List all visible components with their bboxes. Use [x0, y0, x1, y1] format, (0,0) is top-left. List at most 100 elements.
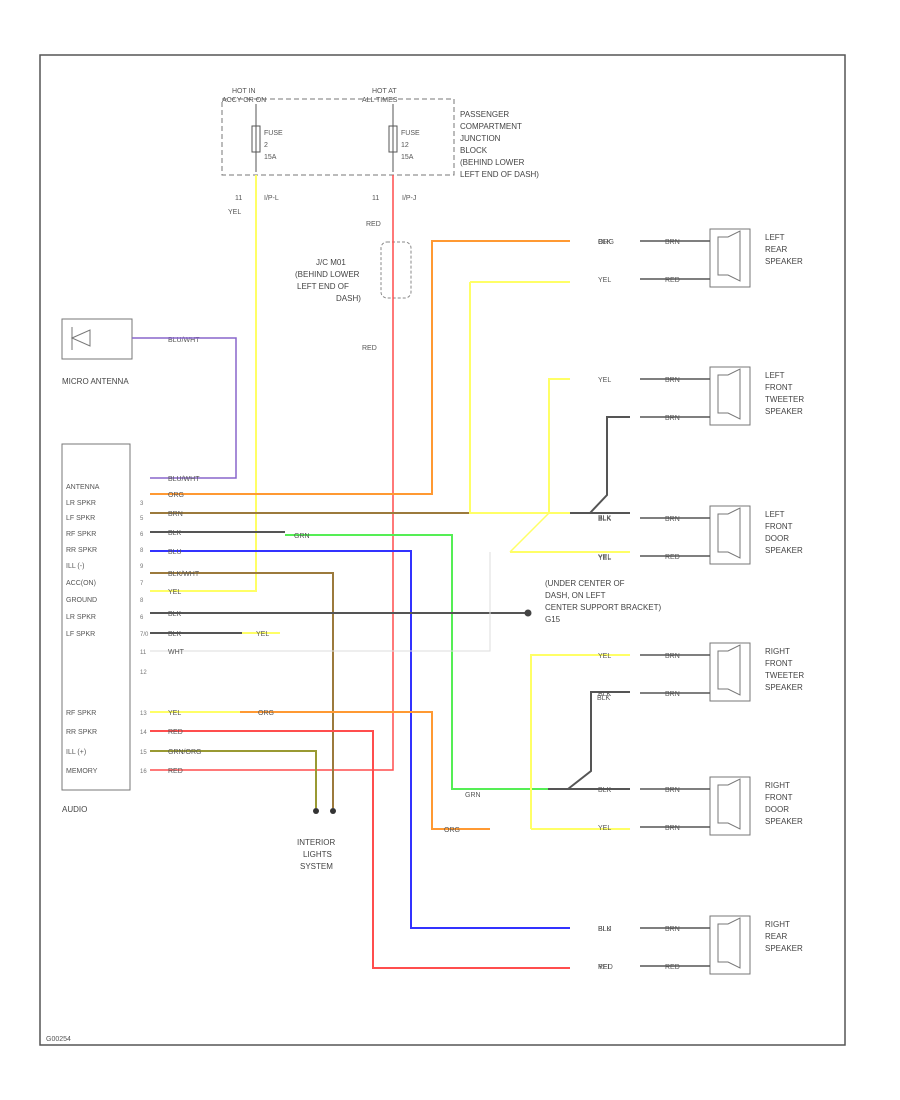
speaker-wire-label: YEL — [598, 277, 611, 284]
audio-pin-name: GROUND — [66, 597, 97, 604]
audio-pin-name: LF SPKR — [66, 631, 95, 638]
svg-text:CENTER SUPPORT BRACKET): CENTER SUPPORT BRACKET) — [545, 603, 662, 612]
svg-text:JUNCTION: JUNCTION — [460, 134, 501, 143]
speaker-label: LEFT — [765, 510, 785, 519]
fuse-left-symbol — [251, 125, 261, 153]
speaker-wire-label: BRN — [665, 239, 680, 246]
speaker-cone-icon — [717, 917, 741, 969]
audio-pin-name: ILL (+) — [66, 749, 86, 756]
fuse-left-num: 2 — [264, 142, 268, 149]
grn-lower-label: GRN — [465, 792, 481, 799]
speaker-cone-icon — [717, 507, 741, 559]
audio-pin-number: 6 — [140, 615, 144, 621]
speaker-icon — [709, 505, 751, 565]
speaker-label: FRONT — [765, 659, 793, 668]
red-pin-num: 11 — [372, 195, 379, 202]
blk-rft-label: BLK — [597, 695, 611, 702]
speaker-wire-label: YEL — [598, 964, 611, 971]
audio-wire-color: RED — [168, 768, 183, 775]
speaker-icon — [709, 915, 751, 975]
audio-pin-number: 16 — [140, 769, 147, 775]
audio-pin-number: 8 — [140, 598, 144, 604]
yel-gnd-wire-label: YEL — [256, 631, 269, 638]
wire-layer — [132, 175, 630, 969]
audio-wire-color: BLK/WHT — [168, 571, 200, 578]
audio-pin-name: LF SPKR — [66, 515, 95, 522]
audio-wire-color: ORG — [168, 492, 184, 499]
yel-pin-num: 11 — [235, 195, 242, 202]
diagram-frame — [39, 54, 846, 1046]
speaker-wire-label: BRN — [665, 926, 680, 933]
audio-pin-number: 14 — [140, 730, 147, 736]
speaker-cone-icon — [717, 368, 741, 420]
org-rf-wire-label: ORG — [258, 710, 274, 717]
svg-text:LEFT END OF DASH): LEFT END OF DASH) — [460, 170, 539, 179]
audio-wire-color: YEL — [168, 710, 181, 717]
speaker-label: TWEETER — [765, 395, 804, 404]
speaker-label: SPEAKER — [765, 546, 803, 555]
speaker-label: DOOR — [765, 805, 789, 814]
speaker-wire-label: BRN — [665, 691, 680, 698]
speaker-wire-label: YEL — [598, 825, 611, 832]
audio-pin-number: 9 — [140, 564, 144, 570]
speaker-wire-label: YEL — [598, 377, 611, 384]
hot-in-sub: ACCY OR ON — [222, 97, 266, 104]
audio-wire-color: GRN/ORG — [168, 749, 201, 756]
rr-red-wire — [150, 730, 570, 969]
lft-yel-wire — [548, 378, 570, 513]
antenna-icon — [70, 327, 91, 350]
speaker-label: REAR — [765, 245, 787, 254]
jc-box — [380, 241, 412, 299]
audio-pin-name: RR SPKR — [66, 547, 97, 554]
speaker-label: SPEAKER — [765, 257, 803, 266]
audio-wire-color: BLK — [168, 611, 182, 618]
ground-point-icon — [524, 609, 532, 617]
ground-label: (UNDER CENTER OF DASH, ON LEFT CENTER SU… — [545, 579, 662, 624]
svg-text:LIGHTS: LIGHTS — [303, 850, 332, 859]
speaker-wire-label: BRN — [665, 825, 680, 832]
speaker-label: REAR — [765, 932, 787, 941]
speaker-wire-label: BLK — [598, 787, 612, 794]
svg-text:(BEHIND LOWER: (BEHIND LOWER — [295, 270, 360, 279]
yel-connector: I/P-L — [264, 195, 279, 202]
svg-text:SYSTEM: SYSTEM — [300, 862, 333, 871]
audio-pin-name: RF SPKR — [66, 531, 96, 538]
yel-lf-label: YEL — [598, 555, 611, 562]
speaker-label: TWEETER — [765, 671, 804, 680]
yel-wire-label: YEL — [228, 209, 241, 216]
audio-pin-number: 13 — [140, 711, 147, 717]
org-lower-label: ORG — [444, 827, 460, 834]
svg-text:J/C M01: J/C M01 — [316, 258, 346, 267]
audio-wire-color: BLK — [168, 530, 182, 537]
speaker-wire-label: RED — [665, 554, 680, 561]
speaker-wire-label: RED — [598, 964, 613, 971]
svg-text:LEFT END OF: LEFT END OF — [297, 282, 349, 291]
audio-wire-color: WHT — [168, 649, 185, 656]
lft-yel-branch — [509, 512, 550, 553]
junction-block-description: PASSENGER COMPARTMENT JUNCTION BLOCK (BE… — [460, 110, 539, 179]
audio-pin-number: 5 — [140, 516, 144, 522]
audio-wire-color: BLK — [168, 631, 182, 638]
speaker-wire-label: BLK — [598, 239, 612, 246]
speaker-label: FRONT — [765, 522, 793, 531]
red-memory-wire — [150, 175, 394, 771]
red-wire-label: RED — [366, 221, 381, 228]
svg-text:INTERIOR: INTERIOR — [297, 838, 335, 847]
svg-text:G15: G15 — [545, 615, 561, 624]
speaker-label: LEFT — [765, 233, 785, 242]
ill-minus-wire — [150, 572, 334, 808]
speaker-label: SPEAKER — [765, 683, 803, 692]
audio-wire-color: BLU — [168, 549, 182, 556]
audio-wire-color: BLU/WHT — [168, 476, 200, 483]
audio-pin-name: ACC(ON) — [66, 580, 96, 587]
rft-blk-wire — [567, 691, 630, 790]
hot-at-sub: ALL TIMES — [362, 97, 398, 104]
audio-pin-number: 11 — [140, 650, 147, 656]
speaker-icon — [709, 776, 751, 836]
audio-pin-number: 6 — [140, 532, 144, 538]
micro-antenna-label: MICRO ANTENNA — [62, 377, 129, 386]
